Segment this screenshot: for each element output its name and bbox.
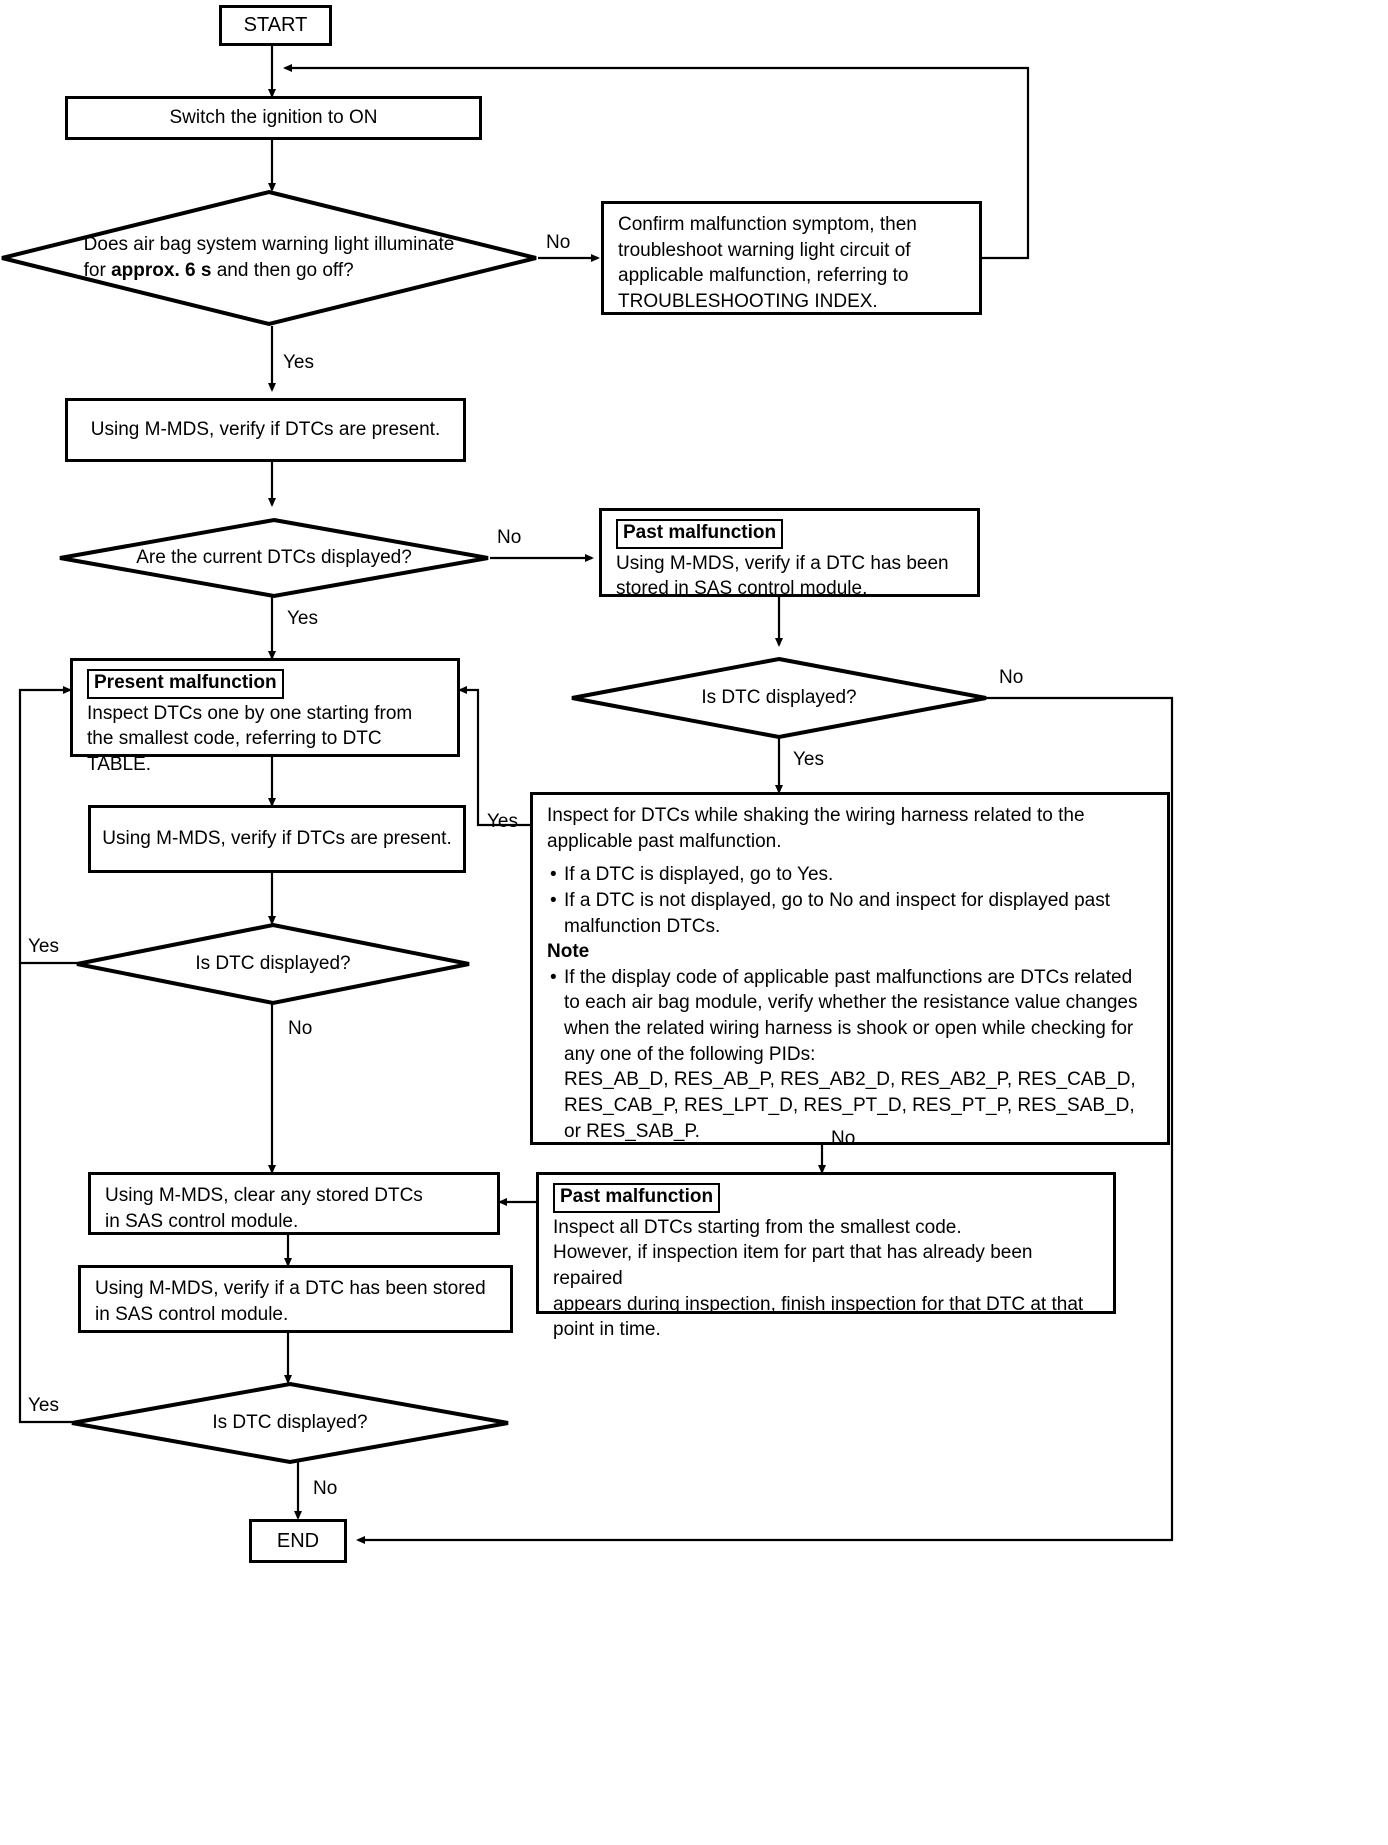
present-malfunction-tag: Present malfunction xyxy=(87,669,284,699)
present-malfunction-line1: Inspect DTCs one by one starting from xyxy=(87,702,413,724)
edge-label-bottom-dtc-yes: Yes xyxy=(28,1395,59,1416)
verify-stored-dtc-line1: Using M-MDS, verify if a DTC has been st… xyxy=(95,1278,486,1299)
edge-label-shake-yes: Yes xyxy=(487,811,518,832)
edge-label-top-dtc-yes: Yes xyxy=(793,749,824,770)
past-malfunction-top-line1: Using M-MDS, verify if a DTC has been xyxy=(616,552,949,574)
node-verify-dtcs-2[interactable]: Using M-MDS, verify if DTCs are present. xyxy=(88,805,466,873)
confirm-symptom-line3: applicable malfunction, referring to xyxy=(618,265,909,287)
present-malfunction-line2: the smallest code, referring to DTC TABL… xyxy=(87,728,382,775)
edge-label-current-dtcs-no: No xyxy=(497,527,522,548)
node-is-dtc-displayed-mid[interactable]: Is DTC displayed? xyxy=(75,922,471,1006)
node-verify-stored-dtc[interactable]: Using M-MDS, verify if a DTC has been st… xyxy=(78,1265,513,1333)
node-confirm-symptom[interactable]: Confirm malfunction symptom, then troubl… xyxy=(601,201,982,315)
verify-stored-dtc-line2: in SAS control module. xyxy=(95,1303,289,1325)
past-malfunction-top-tag: Past malfunction xyxy=(616,519,784,549)
node-warning-light-question[interactable]: Does air bag system warning light illumi… xyxy=(0,189,538,327)
shake-harness-bullet-2: If a DTC is not displayed, go to No and … xyxy=(547,888,1138,939)
clear-dtcs-line1: Using M-MDS, clear any stored DTCs xyxy=(105,1185,423,1206)
node-end[interactable]: END xyxy=(249,1519,347,1563)
node-is-dtc-displayed-bottom[interactable]: Is DTC displayed? xyxy=(70,1381,510,1465)
note-line7: or RES_SAB_P. xyxy=(564,1120,700,1142)
edge-label-warning-yes: Yes xyxy=(283,352,314,373)
note-line3: when the related wiring harness is shook… xyxy=(564,1018,1134,1040)
past-malfunction-bottom-line2: However, if inspection item for part tha… xyxy=(553,1242,1033,1289)
shake-harness-note-bullet: If the display code of applicable past m… xyxy=(547,965,1138,1144)
past-malfunction-bottom-line3: appears during inspection, finish inspec… xyxy=(553,1293,1084,1315)
confirm-symptom-line1: Confirm malfunction symptom, then xyxy=(618,214,917,235)
shake-harness-bullet-2-line2: malfunction DTCs. xyxy=(564,915,721,937)
node-past-malfunction-top[interactable]: Past malfunction Using M-MDS, verify if … xyxy=(599,508,980,600)
confirm-symptom-line2: troubleshoot warning light circuit of xyxy=(618,239,911,261)
shake-harness-line2: applicable past malfunction. xyxy=(547,830,782,852)
edge-label-mid-dtc-yes: Yes xyxy=(28,936,59,957)
past-malfunction-bottom-tag: Past malfunction xyxy=(553,1183,721,1213)
node-shake-harness[interactable]: Inspect for DTCs while shaking the wirin… xyxy=(530,792,1170,1145)
node-switch-ignition-label: Switch the ignition to ON xyxy=(169,107,378,129)
node-end-label: END xyxy=(276,1529,320,1552)
node-verify-dtcs-2-label: Using M-MDS, verify if DTCs are present. xyxy=(102,828,452,850)
note-line5: RES_AB_D, RES_AB_P, RES_AB2_D, RES_AB2_P… xyxy=(564,1069,1136,1091)
edge-label-shake-no: No xyxy=(831,1128,856,1149)
node-start[interactable]: START xyxy=(219,5,332,46)
shake-harness-note-heading: Note xyxy=(547,941,590,963)
edge-label-bottom-dtc-no: No xyxy=(313,1478,338,1499)
edge-label-current-dtcs-yes: Yes xyxy=(287,608,318,629)
shake-harness-bullet-list: If a DTC is displayed, go to Yes. If a D… xyxy=(547,862,1138,939)
shake-harness-line1: Inspect for DTCs while shaking the wirin… xyxy=(547,805,1085,826)
confirm-symptom-line4: TROUBLESHOOTING INDEX. xyxy=(618,290,878,312)
clear-dtcs-line2: in SAS control module. xyxy=(105,1210,299,1232)
node-is-dtc-displayed-top[interactable]: Is DTC displayed? xyxy=(570,656,988,740)
note-line2: to each air bag module, verify whether t… xyxy=(564,992,1138,1014)
node-verify-dtcs-1[interactable]: Using M-MDS, verify if DTCs are present. xyxy=(65,398,466,462)
past-malfunction-top-line2: stored in SAS control module. xyxy=(616,578,868,600)
past-malfunction-bottom-line1: Inspect all DTCs starting from the small… xyxy=(553,1216,962,1238)
note-line4: any one of the following PIDs: xyxy=(564,1043,816,1065)
past-malfunction-bottom-line4: point in time. xyxy=(553,1319,661,1341)
node-past-malfunction-bottom[interactable]: Past malfunction Inspect all DTCs starti… xyxy=(536,1172,1116,1340)
shake-harness-bullet-1-text: If a DTC is displayed, go to Yes. xyxy=(564,864,834,886)
node-current-dtcs-question[interactable]: Are the current DTCs displayed? xyxy=(58,517,490,599)
shake-harness-note-list: If the display code of applicable past m… xyxy=(547,965,1138,1144)
edge-label-top-dtc-no: No xyxy=(999,667,1024,688)
shake-harness-bullet-1: If a DTC is displayed, go to Yes. xyxy=(547,862,1138,888)
node-present-malfunction[interactable]: Present malfunction Inspect DTCs one by … xyxy=(70,658,460,775)
node-clear-dtcs[interactable]: Using M-MDS, clear any stored DTCs in SA… xyxy=(88,1172,500,1235)
node-switch-ignition[interactable]: Switch the ignition to ON xyxy=(65,96,482,140)
edge-label-mid-dtc-no: No xyxy=(288,1018,313,1039)
shake-harness-bullet-2-line1: If a DTC is not displayed, go to No and … xyxy=(564,889,1111,911)
edge-label-warning-no: No xyxy=(546,232,571,253)
node-verify-dtcs-1-label: Using M-MDS, verify if DTCs are present. xyxy=(90,419,441,441)
note-line1: If the display code of applicable past m… xyxy=(564,966,1133,988)
note-line6: RES_CAB_P, RES_LPT_D, RES_PT_D, RES_PT_P… xyxy=(564,1095,1135,1117)
node-start-label: START xyxy=(243,14,308,36)
